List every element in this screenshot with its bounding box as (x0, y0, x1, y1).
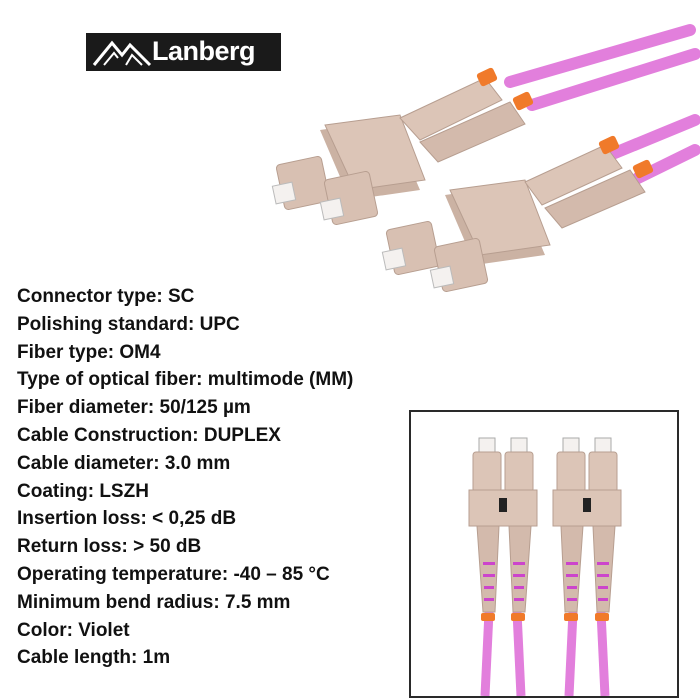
spec-return-loss: Return loss: > 50 dB (17, 536, 202, 558)
product-photo (271, 24, 700, 293)
spec-min-bend-radius: Minimum bend radius: 7.5 mm (17, 591, 291, 613)
inset-connector-illustration (468, 437, 622, 696)
spec-list: Connector type: SC Polishing standard: U… (17, 283, 353, 672)
spec-fiber-type: Fiber type: OM4 (17, 341, 161, 363)
sc-connector-lower (381, 135, 654, 293)
spec-insertion-loss: Insertion loss: < 0,25 dB (17, 508, 237, 530)
spec-optical-fiber-type: Type of optical fiber: multimode (MM) (17, 369, 354, 391)
brand-logo: Lanberg (86, 33, 281, 71)
inset-product-view (409, 410, 679, 698)
brand-name: Lanberg (152, 36, 256, 66)
spec-color: Color: Violet (17, 619, 130, 641)
spec-cable-length: Cable length: 1m (17, 647, 171, 669)
spec-coating: Coating: LSZH (17, 480, 149, 502)
spec-cable-diameter: Cable diameter: 3.0 mm (17, 452, 231, 474)
spec-connector-type: Connector type: SC (17, 286, 195, 307)
spec-polishing-standard: Polishing standard: UPC (17, 313, 240, 335)
inset-connector-right (552, 437, 622, 621)
inset-connector-left (468, 437, 538, 621)
spec-cable-construction: Cable Construction: DUPLEX (17, 424, 281, 446)
sc-connector-upper (271, 67, 534, 226)
spec-fiber-diameter: Fiber diameter: 50/125 µm (17, 397, 251, 419)
inset-cables (480, 611, 610, 696)
spec-operating-temperature: Operating temperature: -40 – 85 °C (17, 563, 330, 585)
mountain-logo-icon (92, 40, 152, 67)
